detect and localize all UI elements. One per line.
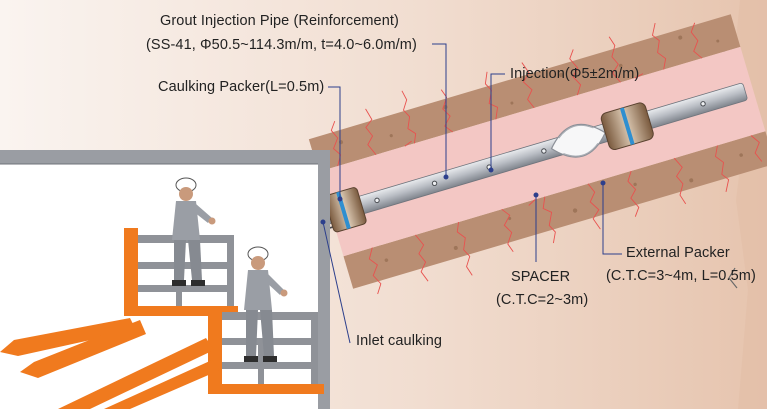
- external-packer: [600, 102, 654, 151]
- label-injection: Injection(Φ5±2m/m): [510, 66, 640, 82]
- label-grout-pipe-spec: (SS-41, Φ50.5~114.3m/m, t=4.0~6.0m/m): [146, 37, 417, 53]
- label-caulking-packer: Caulking Packer(L=0.5m): [158, 79, 325, 95]
- spacer: [550, 123, 606, 158]
- label-inlet-caulking: Inlet caulking: [356, 333, 443, 349]
- lift-boom: [0, 318, 220, 409]
- grout-crack-lines: [330, 22, 763, 295]
- label-spacer-spec: (C.T.C=2~3m): [496, 292, 589, 308]
- label-spacer: SPACER: [511, 269, 571, 285]
- leader-lines: [320, 43, 622, 344]
- worker-lower: [244, 246, 288, 362]
- leader-external-packer: [602, 183, 622, 255]
- rock-band-upper: [308, 14, 741, 172]
- rock-band-lower: [343, 131, 767, 289]
- leader-inlet-caulking: [322, 221, 351, 344]
- worker-upper: [172, 177, 216, 286]
- leader-injection: [490, 73, 505, 170]
- borehole-assembly: [258, 14, 767, 295]
- rock-texture: [339, 35, 743, 262]
- rock-face-edge: [734, 0, 767, 409]
- label-external-packer-spec: (C.T.C=3~4m, L=0.5m): [606, 268, 756, 284]
- leader-caulking-packer: [328, 86, 341, 198]
- leader-grout-pipe: [432, 43, 447, 176]
- label-grout-pipe-title: Grout Injection Pipe (Reinforcement): [160, 13, 399, 29]
- label-external-packer: External Packer: [626, 245, 730, 261]
